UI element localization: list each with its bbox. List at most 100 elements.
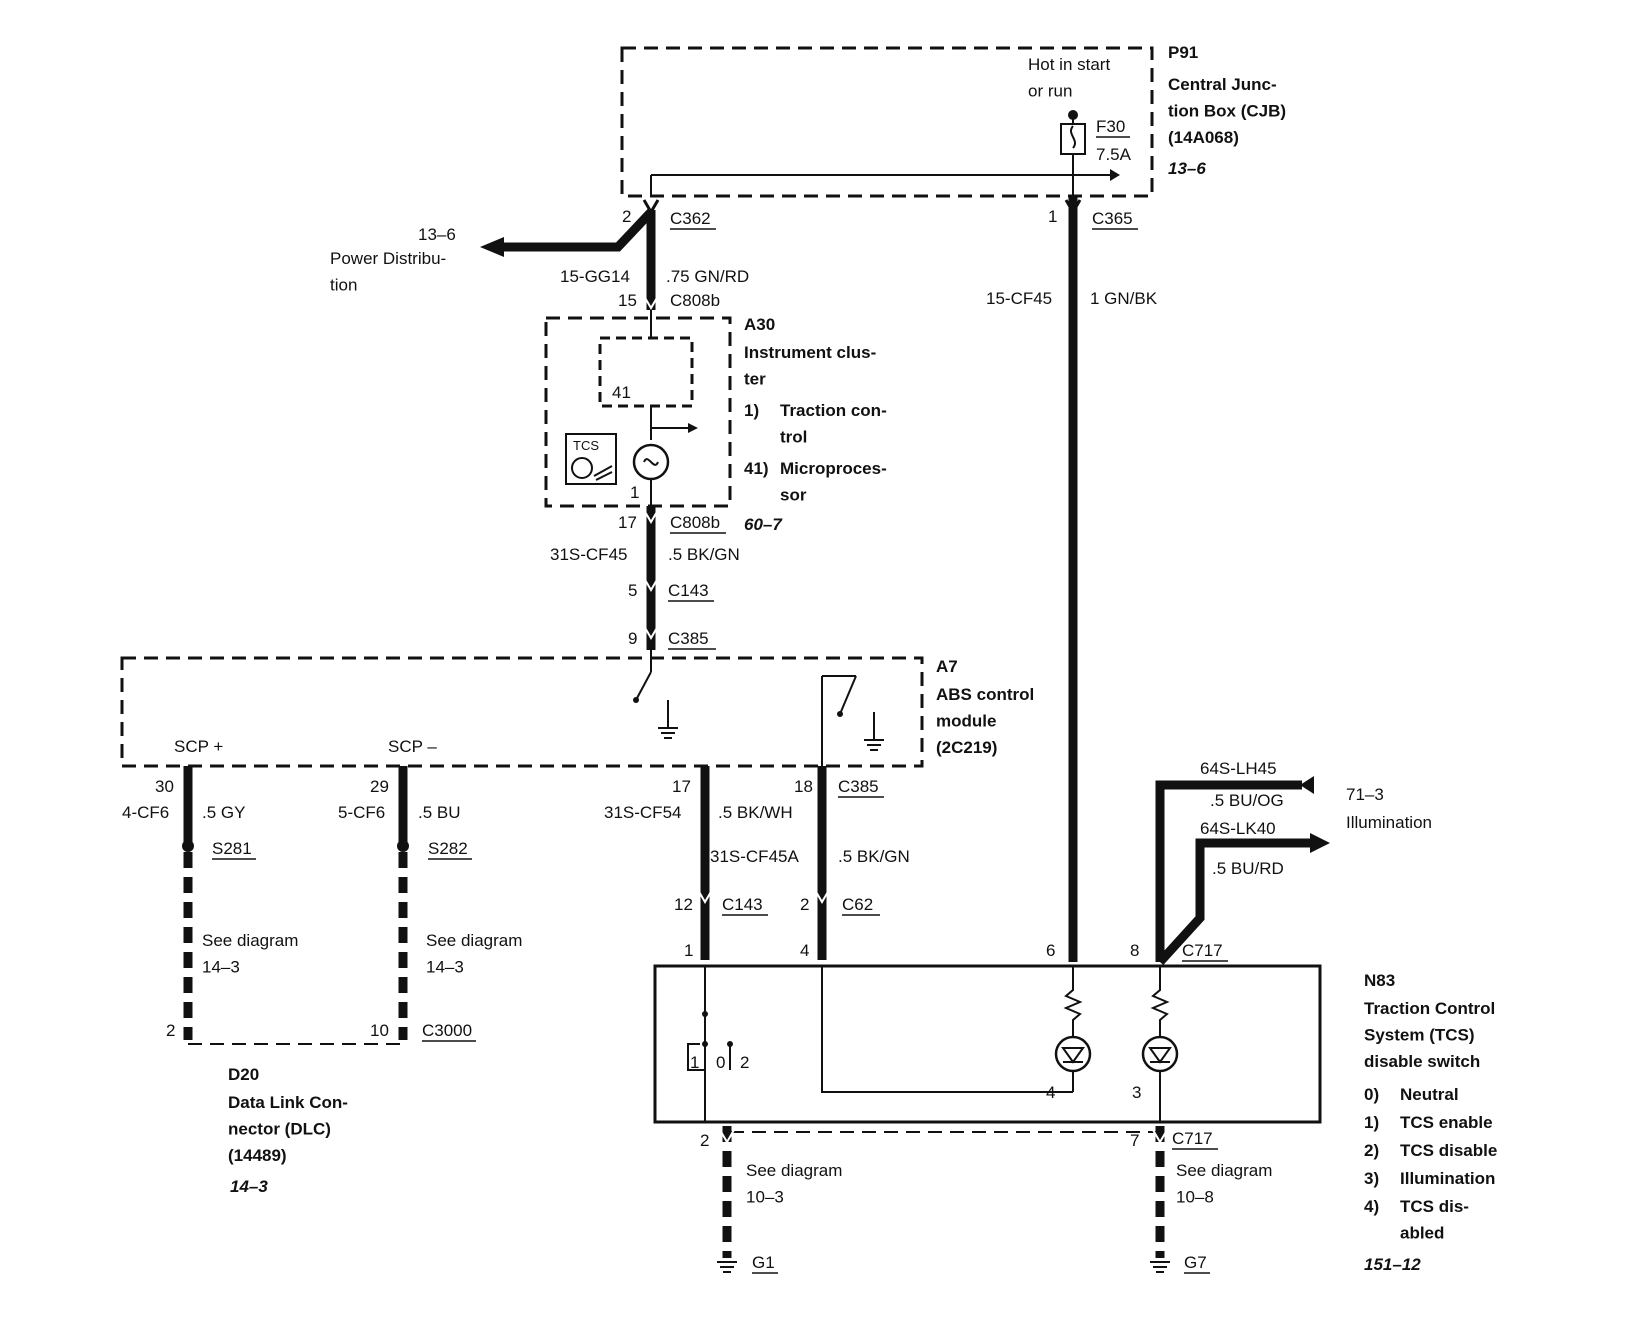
n83-item-4-label: TCS dis-abled — [1400, 1197, 1469, 1242]
c717-pin-1: 1 — [684, 941, 693, 960]
c808b-top-pin: 15 — [618, 291, 637, 310]
scp-pin-29: 29 — [370, 777, 389, 796]
wire-lh45-color: .5 BU/OG — [1210, 791, 1284, 810]
scp-pin-30: 30 — [155, 777, 174, 796]
n83-item-1-label: TCS enable — [1400, 1113, 1493, 1132]
wire-cf45a-color: .5 BK/GN — [838, 847, 910, 866]
c808b-bot-label: C808b — [670, 513, 720, 532]
n83-item-3-label: Illumination — [1400, 1169, 1495, 1188]
wire-cf6b-circuit: 5-CF6 — [338, 803, 385, 822]
a30-inner-label: 41 — [612, 383, 631, 402]
d20-name: Data Link Con-nector (DLC)(14489) — [228, 1093, 348, 1165]
wire-gg14-circuit: 15-GG14 — [560, 267, 630, 286]
c3000-pin-2: 2 — [166, 1021, 175, 1040]
power-dist-label: Power Distribu-tion — [330, 249, 446, 294]
ground-g1-icon — [717, 1261, 737, 1273]
c385-pin-17: 17 — [672, 777, 691, 796]
c143-top-label: C143 — [668, 581, 709, 600]
illumination-label: Illumination — [1346, 813, 1432, 832]
p91-name: Central Junc-tion Box (CJB)(14A068) — [1168, 75, 1286, 147]
a30-id: A30 — [744, 315, 775, 334]
n83-box — [653, 964, 1322, 1124]
n83-item-0-label: Neutral — [1400, 1085, 1459, 1104]
c62-label: C62 — [842, 895, 873, 914]
c62-pin: 2 — [800, 895, 809, 914]
a7-box — [120, 656, 924, 768]
c3000-label: C3000 — [422, 1021, 472, 1040]
n83-pos-1: 1 — [690, 1053, 699, 1072]
c385-top-label: C385 — [668, 629, 709, 648]
n83-pos-2: 2 — [740, 1053, 749, 1072]
c717-pin-7: 7 — [1130, 1131, 1139, 1150]
n83-id: N83 — [1364, 971, 1395, 990]
p91-id: P91 — [1168, 43, 1198, 62]
wire-cf6a-color: .5 GY — [202, 803, 245, 822]
lamp-tcs-disabled-icon — [1054, 1035, 1092, 1073]
d20-ref: 14–3 — [230, 1177, 268, 1196]
wire-cf6b-color: .5 BU — [418, 803, 461, 822]
n83-item-4-num: 4) — [1364, 1197, 1379, 1216]
c362-label: C362 — [670, 209, 711, 228]
n83-item-1-num: 1) — [1364, 1113, 1379, 1132]
c717-pin-2: 2 — [700, 1131, 709, 1150]
c365-label: C365 — [1092, 209, 1133, 228]
wire-cf54-circuit: 31S-CF54 — [604, 803, 681, 822]
c717-pin-6: 6 — [1046, 941, 1055, 960]
wire-lk40-circuit: 64S-LK40 — [1200, 819, 1276, 838]
wire-31s-cf45-color: .5 BK/GN — [668, 545, 740, 564]
power-dist-ref: 13–6 — [418, 225, 456, 244]
ground-g7-icon — [1150, 1261, 1170, 1273]
lamp-illumination-icon — [1141, 1035, 1179, 1073]
g1-label: G1 — [752, 1253, 775, 1272]
wire-gg14-color: .75 GN/RD — [666, 267, 749, 286]
splice-s281 — [182, 840, 194, 852]
tcs-icon-label: TCS — [573, 438, 599, 453]
wire-64s-lh45 — [1155, 780, 1302, 962]
scp-minus-label: SCP – — [388, 737, 437, 756]
c717-pin-4: 4 — [800, 941, 809, 960]
wire-cf45-color: 1 GN/BK — [1090, 289, 1158, 308]
c385-bot-label: C385 — [838, 777, 879, 796]
c808b-bot-pin: 17 — [618, 513, 637, 532]
s282-label: S282 — [428, 839, 468, 858]
wire-cf45a-circuit: 31S-CF45A — [710, 847, 799, 866]
a30-box — [544, 316, 732, 508]
wire-lk40-color: .5 BU/RD — [1212, 859, 1284, 878]
wire-power-distribution — [502, 208, 655, 252]
a30-item1: Traction con-trol — [780, 401, 887, 446]
wire-cf54-color: .5 BK/WH — [718, 803, 793, 822]
d20-id: D20 — [228, 1065, 259, 1084]
tcs-warning-icon — [565, 433, 617, 485]
wire-64s-lk40 — [1156, 838, 1310, 966]
fuse-id: F30 — [1096, 117, 1125, 136]
splice-s282 — [397, 840, 409, 852]
n83-item-2-num: 2) — [1364, 1141, 1379, 1160]
n83-legend: 0) Neutral 1) TCS enable 2) TCS disable … — [1364, 1085, 1497, 1242]
scp-plus-label: SCP + — [174, 737, 223, 756]
n83-pos-0: 0 — [716, 1053, 725, 1072]
a30-ref: 60–7 — [744, 515, 783, 534]
n83-item-0-num: 0) — [1364, 1085, 1379, 1104]
a7-id: A7 — [936, 657, 958, 676]
a30-item41: Microproces-sor — [780, 459, 887, 504]
g7-label: G7 — [1184, 1253, 1207, 1272]
n83-lamp-4-pin: 4 — [1046, 1083, 1055, 1102]
illumination-ref: 71–3 — [1346, 785, 1384, 804]
c143-top-pin: 5 — [628, 581, 637, 600]
n83-item-2-label: TCS disable — [1400, 1141, 1497, 1160]
p91-box — [620, 46, 1154, 198]
n83-ref: 151–12 — [1364, 1255, 1421, 1274]
a30-lamp-pin: 1 — [630, 483, 639, 502]
c143-bot-label: C143 — [722, 895, 763, 914]
fuse-rating: 7.5A — [1096, 145, 1132, 164]
a30-item41-num: 41) — [744, 459, 769, 478]
a30-item1-num: 1) — [744, 401, 759, 420]
c717-top-label: C717 — [1182, 941, 1223, 960]
